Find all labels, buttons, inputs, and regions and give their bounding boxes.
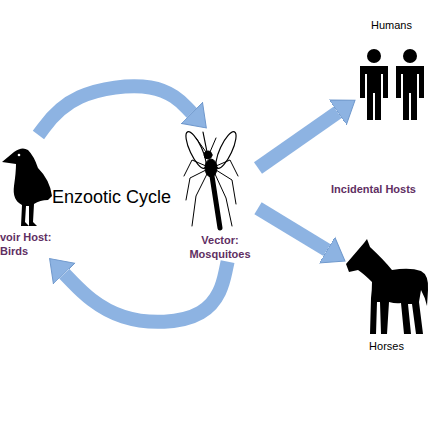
horse-silhouette (346, 239, 428, 334)
transmission-arrow (38, 86, 191, 135)
mosquito-figure (182, 129, 240, 228)
transmission-arrow (258, 208, 327, 250)
node-text: Vector: Mosquitoes (182, 233, 258, 262)
human-body (396, 66, 424, 120)
node-text: voir Host: Birds (0, 230, 62, 259)
figure-space (386, 235, 387, 339)
mosquito-head (204, 151, 212, 159)
figure-space (220, 128, 221, 233)
human-head (367, 49, 381, 63)
node-text: Humans (355, 18, 428, 32)
mosquito-legs (184, 160, 238, 226)
bird-eye (18, 154, 21, 157)
human-head (403, 49, 417, 63)
mosquito-antenna (196, 138, 216, 152)
group-label: Incidental Hosts (331, 182, 416, 196)
transmission-arrow (258, 112, 338, 168)
mosquito-abdomen (212, 176, 220, 228)
human-body (360, 66, 388, 120)
host-node: Horses (345, 235, 428, 353)
human-figures (360, 49, 424, 120)
cycle-label: Enzootic Cycle (52, 186, 171, 209)
vector-node: Vector: Mosquitoes (182, 128, 258, 262)
host-node: Humans (355, 18, 428, 132)
bird-silhouette (2, 148, 52, 226)
transmission-arrow (64, 262, 227, 322)
figure-space (31, 135, 32, 230)
node-text: Horses (345, 339, 428, 353)
figure-space (391, 32, 392, 132)
